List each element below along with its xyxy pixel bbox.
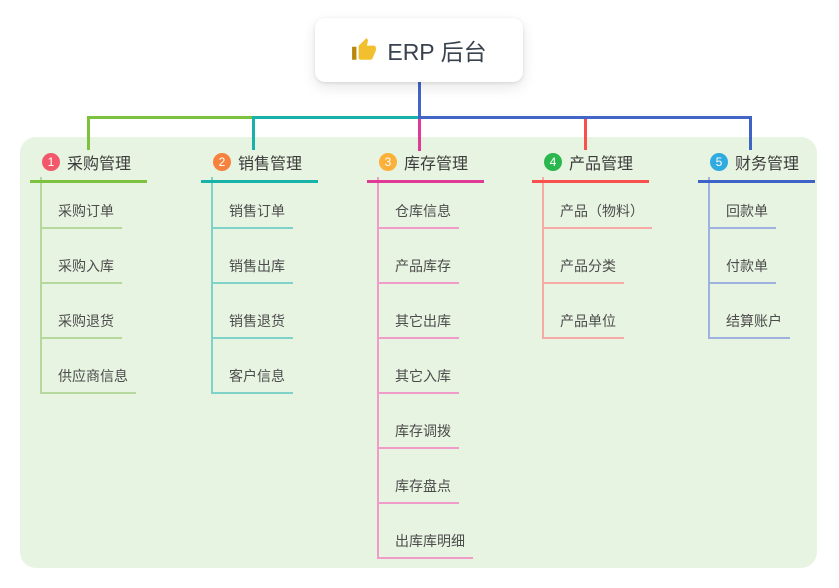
- child-node[interactable]: 付款单: [708, 257, 776, 284]
- child-node[interactable]: 出库库明细: [377, 532, 473, 559]
- child-node[interactable]: 其它入库: [377, 367, 459, 394]
- child-node[interactable]: 供应商信息: [40, 367, 136, 394]
- branch-label: 采购管理: [67, 156, 132, 173]
- branch-label: 库存管理: [404, 156, 469, 173]
- branch-node-2[interactable]: 2 销售管理: [201, 148, 318, 183]
- branch-label: 产品管理: [569, 156, 634, 173]
- child-node[interactable]: 销售退货: [211, 312, 293, 339]
- root-label: ERP 后台: [387, 39, 487, 65]
- child-node[interactable]: 仓库信息: [377, 202, 459, 229]
- branch4-children-connector: [542, 177, 544, 339]
- branch-node-4[interactable]: 4 产品管理: [532, 148, 649, 183]
- child-node[interactable]: 库存盘点: [377, 477, 459, 504]
- connector-branch2: [252, 116, 420, 119]
- branch-number-badge: 3: [379, 153, 397, 171]
- child-node[interactable]: 销售订单: [211, 202, 293, 229]
- child-node[interactable]: 结算账户: [708, 312, 790, 339]
- branch2-children-connector: [211, 177, 213, 394]
- connector-root-drop: [418, 82, 421, 119]
- child-node[interactable]: 销售出库: [211, 257, 293, 284]
- child-node[interactable]: 采购退货: [40, 312, 122, 339]
- connector-branch3-drop: [418, 116, 421, 151]
- branch-number-badge: 2: [213, 153, 231, 171]
- child-node[interactable]: 采购订单: [40, 202, 122, 229]
- branch-number-badge: 5: [710, 153, 728, 171]
- child-node[interactable]: 回款单: [708, 202, 776, 229]
- branch5-children-connector: [708, 177, 710, 339]
- branch-label: 销售管理: [238, 156, 303, 173]
- branch-number-badge: 4: [544, 153, 562, 171]
- child-node[interactable]: 采购入库: [40, 257, 122, 284]
- child-node[interactable]: 库存调拨: [377, 422, 459, 449]
- connector-branch5: [418, 116, 752, 119]
- thumbs-up-icon: [351, 37, 377, 63]
- child-node[interactable]: 客户信息: [211, 367, 293, 394]
- branch1-children-connector: [40, 177, 42, 394]
- mindmap-panel: [20, 137, 817, 568]
- child-node[interactable]: 产品单位: [542, 312, 624, 339]
- connector-branch2-drop: [252, 116, 255, 150]
- child-node[interactable]: 产品（物料）: [542, 202, 652, 229]
- branch-node-3[interactable]: 3 库存管理: [367, 148, 484, 183]
- connector-branch4-drop: [584, 116, 587, 150]
- connector-branch5-drop: [749, 116, 752, 150]
- branch-node-5[interactable]: 5 财务管理: [698, 148, 815, 183]
- root-node[interactable]: ERP 后台: [315, 18, 523, 82]
- branch-node-1[interactable]: 1 采购管理: [30, 148, 147, 183]
- branch-number-badge: 1: [42, 153, 60, 171]
- child-node[interactable]: 产品库存: [377, 257, 459, 284]
- child-node[interactable]: 产品分类: [542, 257, 624, 284]
- child-node[interactable]: 其它出库: [377, 312, 459, 339]
- connector-branch1-drop: [87, 116, 90, 150]
- branch-label: 财务管理: [735, 156, 800, 173]
- branch3-children-connector: [377, 177, 379, 559]
